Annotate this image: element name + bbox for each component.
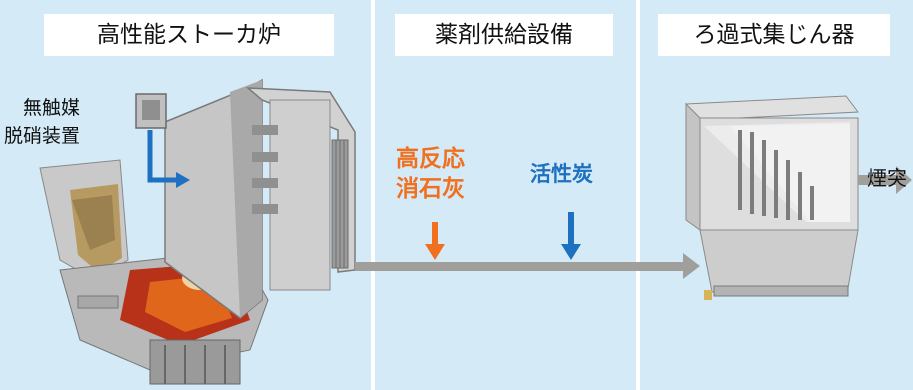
waste-hopper: [39, 159, 129, 281]
lime-arrow: [425, 222, 445, 260]
section-title-chemical-supply: 薬剤供給設備: [395, 14, 613, 56]
carbon-arrow: [561, 212, 581, 260]
bag-filter-unit: [684, 95, 859, 300]
denox-label-line2: 脱硝装置: [4, 125, 81, 147]
denox-injector: [135, 93, 167, 129]
denox-label-line1: 無触媒: [23, 97, 81, 119]
chimney-label: 煙突: [867, 166, 907, 190]
chimney-duct: [858, 166, 912, 194]
lime-label: 高反応 消石灰: [396, 144, 465, 204]
denox-label: 無触媒 脱硝装置: [4, 94, 80, 150]
furnace-body: [164, 78, 356, 319]
chemical-supply-panel: [375, 0, 636, 390]
flue-gas-duct: [355, 253, 700, 279]
lime-label-line2: 消石灰: [396, 176, 465, 202]
section-title-bag-filter: ろ過式集じん器: [658, 14, 890, 56]
activated-carbon-label: 活性炭: [530, 162, 593, 186]
lime-label-line1: 高反応: [396, 146, 465, 172]
denox-injection-arrow: [147, 130, 178, 183]
section-title-stoker-furnace: 高性能ストーカ炉: [44, 14, 334, 56]
